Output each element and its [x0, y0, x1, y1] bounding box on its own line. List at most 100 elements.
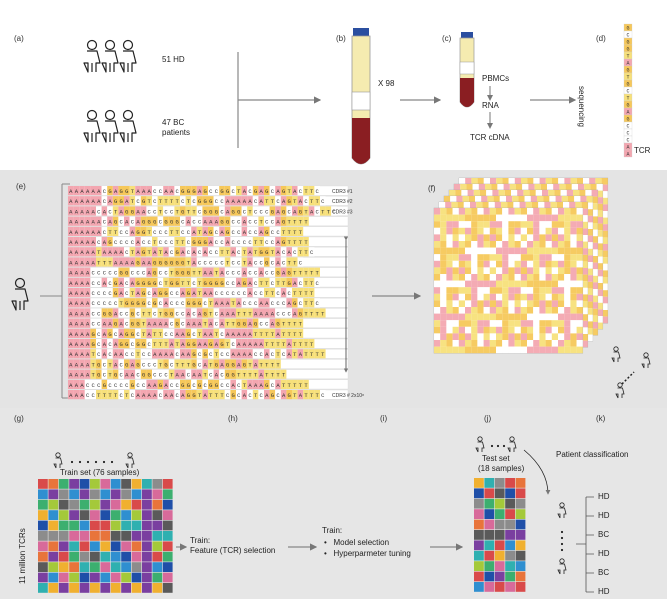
svg-text:G: G: [232, 208, 235, 215]
svg-text:A: A: [103, 249, 107, 256]
svg-text:G: G: [254, 188, 257, 195]
svg-text:A: A: [86, 351, 90, 358]
svg-text:A: A: [181, 392, 185, 399]
svg-text:C: C: [316, 280, 320, 287]
svg-text:A: A: [114, 341, 118, 348]
svg-text:A: A: [69, 310, 73, 317]
svg-text:C: C: [120, 372, 124, 379]
patient-icon: [11, 277, 29, 311]
svg-text:C: C: [226, 280, 230, 287]
class-label: BC: [598, 530, 610, 539]
svg-text:C: C: [170, 208, 174, 215]
svg-text:C: C: [181, 310, 185, 317]
svg-text:C: C: [164, 208, 168, 215]
svg-text:A: A: [69, 280, 73, 287]
svg-text:A: A: [142, 188, 146, 195]
svg-text:G: G: [226, 229, 229, 236]
svg-text:T: T: [288, 219, 292, 226]
svg-text:T: T: [288, 188, 292, 195]
svg-text:C: C: [176, 392, 180, 399]
svg-text:A: A: [248, 259, 252, 266]
svg-text:C: C: [92, 300, 96, 307]
svg-text:A: A: [86, 239, 90, 246]
svg-text:C: C: [170, 382, 174, 389]
svg-text:C: C: [215, 321, 219, 328]
svg-text:T: T: [232, 300, 236, 307]
svg-text:A: A: [75, 341, 79, 348]
svg-text:A: A: [97, 219, 101, 226]
svg-text:A: A: [232, 331, 236, 338]
svg-text:C: C: [108, 351, 112, 358]
svg-text:C: C: [282, 351, 286, 358]
svg-text:A: A: [232, 351, 236, 358]
test-set-count: (18 samples): [478, 464, 525, 473]
svg-text:T: T: [243, 310, 247, 317]
svg-text:G: G: [209, 208, 212, 215]
svg-text:C: C: [243, 239, 247, 246]
svg-text:G: G: [136, 259, 139, 266]
svg-text:A: A: [131, 280, 135, 287]
svg-text:A: A: [120, 321, 124, 328]
svg-text:C: C: [97, 351, 101, 358]
svg-text:G: G: [142, 219, 145, 226]
svg-text:C: C: [232, 290, 236, 297]
svg-text:C: C: [108, 341, 112, 348]
blood-tube-icon: [351, 28, 371, 165]
svg-text:A: A: [148, 382, 152, 389]
svg-text:C: C: [248, 300, 252, 307]
svg-text:C: C: [276, 392, 280, 399]
svg-text:T: T: [304, 382, 308, 389]
svg-text:A: A: [237, 300, 241, 307]
svg-text:C: C: [220, 372, 224, 379]
svg-text:A: A: [209, 290, 213, 297]
svg-text:A: A: [181, 372, 185, 379]
svg-text:A: A: [260, 188, 264, 195]
svg-text:T: T: [276, 280, 280, 287]
svg-text:A: A: [260, 341, 264, 348]
svg-text:C: C: [232, 259, 236, 266]
svg-text:A: A: [136, 249, 140, 256]
svg-text:C: C: [187, 372, 191, 379]
panel-label-g: (g): [14, 414, 24, 423]
svg-text:A: A: [75, 249, 79, 256]
svg-text:C: C: [198, 351, 202, 358]
svg-text:C: C: [92, 270, 96, 277]
panel-label-d: (d): [596, 34, 606, 43]
svg-text:T: T: [243, 382, 247, 389]
svg-text:A: A: [148, 331, 152, 338]
svg-text:G: G: [220, 219, 223, 226]
svg-text:T: T: [288, 259, 292, 266]
svg-text:A: A: [97, 188, 101, 195]
svg-text:T: T: [310, 198, 314, 205]
svg-text:A: A: [299, 392, 303, 399]
svg-text:G: G: [626, 40, 629, 46]
svg-text:A: A: [86, 219, 90, 226]
svg-text:G: G: [136, 300, 139, 307]
svg-text:C: C: [192, 219, 196, 226]
svg-text:A: A: [120, 280, 124, 287]
svg-text:C: C: [164, 229, 168, 236]
svg-text:A: A: [75, 188, 79, 195]
svg-text:C: C: [248, 239, 252, 246]
svg-text:C: C: [232, 239, 236, 246]
svg-text:C: C: [114, 331, 118, 338]
svg-text:G: G: [288, 270, 291, 277]
svg-text:A: A: [260, 229, 264, 236]
class-label: HD: [598, 511, 610, 520]
svg-text:T: T: [265, 290, 269, 297]
svg-text:C: C: [215, 259, 219, 266]
svg-text:G: G: [131, 208, 134, 215]
svg-text:C: C: [153, 188, 157, 195]
svg-text:A: A: [114, 361, 118, 368]
svg-text:T: T: [299, 382, 303, 389]
svg-text:T: T: [293, 331, 297, 338]
svg-text:A: A: [215, 300, 219, 307]
svg-text:C: C: [237, 219, 241, 226]
svg-text:C: C: [271, 259, 275, 266]
svg-text:C: C: [271, 280, 275, 287]
svg-text:A: A: [120, 259, 124, 266]
svg-text:A: A: [626, 152, 629, 158]
svg-text:A: A: [181, 290, 185, 297]
svg-text:T: T: [176, 361, 180, 368]
